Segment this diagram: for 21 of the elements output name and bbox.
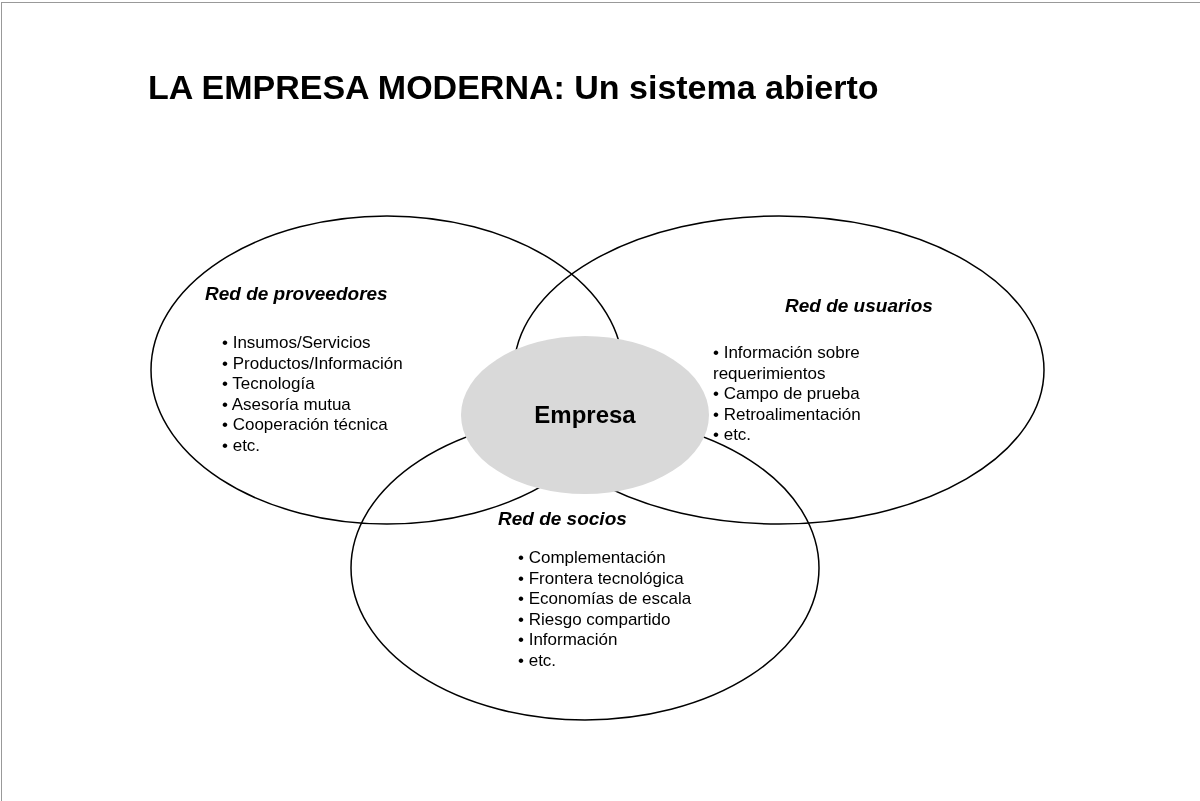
list-item: • Tecnología (222, 374, 316, 395)
list-item: • Riesgo compartido (518, 609, 672, 630)
list-item: • Frontera tecnológica (518, 568, 685, 589)
list-item: • Información sobre requerimientos (713, 343, 861, 384)
list-item: • Productos/Información (222, 353, 404, 374)
list-item: • Complementación (518, 548, 667, 569)
title: LA EMPRESA MODERNA: Un sistema abierto (148, 68, 879, 107)
group-heading: Red de usuarios (785, 295, 933, 317)
list-item: • etc. (518, 650, 558, 671)
group-heading: Red de socios (498, 508, 627, 530)
list-item: • Campo de prueba (713, 384, 861, 405)
list-item: • Asesoría mutua (222, 394, 352, 415)
center-label: Empresa (534, 401, 636, 429)
group-heading: Red de proveedores (205, 283, 388, 305)
list-item: • Economías de escala (518, 589, 693, 610)
list-item: • Cooperación técnica (222, 415, 389, 436)
list-item: • Retroalimentación (713, 404, 862, 425)
list-item: • Información (518, 630, 619, 651)
list-item: • etc. (222, 435, 262, 456)
list-item: • Insumos/Servicios (222, 333, 372, 354)
list-item: • etc. (713, 425, 753, 446)
